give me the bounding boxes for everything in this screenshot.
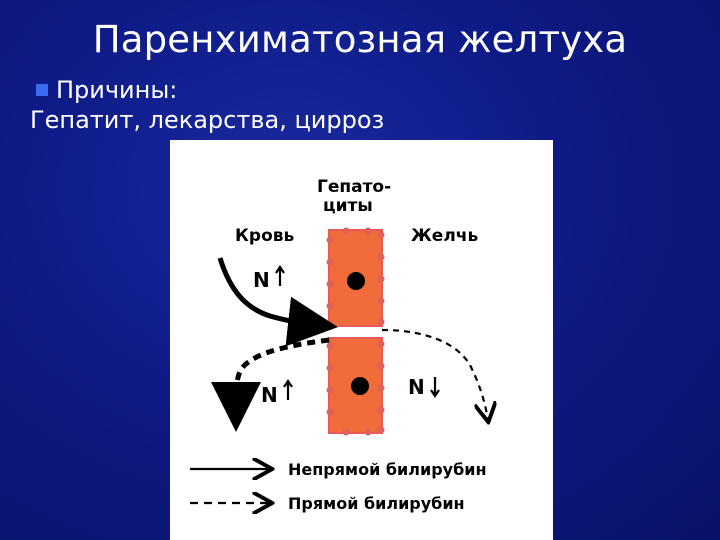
direct-bilirubin-reflux-arrow <box>210 337 330 432</box>
n-down-indicator: N <box>408 375 440 399</box>
nucleus-upper <box>347 272 365 290</box>
causes-bullet: Причины: <box>36 76 177 104</box>
arrow-down-icon <box>430 377 440 398</box>
legend-direct-label: Прямой билирубин <box>288 494 465 513</box>
diagram-canvas: Гепато- циты Кровь Желчь <box>190 177 553 540</box>
hepatocytes-label-line1: Гепато- <box>317 177 391 197</box>
arrow-up-icon <box>283 379 293 400</box>
n-up-upper: N <box>253 268 270 292</box>
n-up-lower: N <box>261 383 278 407</box>
legend: Непрямой билирубин Прямой билирубин <box>190 460 487 513</box>
n-down: N <box>408 375 425 399</box>
n-up-upper-indicator: N <box>253 265 285 292</box>
n-up-lower-indicator: N <box>261 379 293 407</box>
hepatocyte-upper <box>326 227 385 328</box>
arrow-up-icon <box>275 265 285 286</box>
causes-heading: Причины: <box>56 76 178 104</box>
direct-bilirubin-bile-arrow <box>381 328 488 420</box>
bile-label: Желчь <box>411 226 478 246</box>
slide-title: Паренхиматозная желтуха <box>92 18 628 61</box>
bilirubin-diagram: Гепато- циты Кровь Желчь <box>170 140 553 540</box>
bullet-square-icon <box>36 84 48 96</box>
causes-list: Гепатит, лекарства, цирроз <box>30 106 385 134</box>
indirect-bilirubin-uptake-arrow <box>217 257 338 347</box>
hepatocytes-label-line2: циты <box>323 196 373 216</box>
legend-indirect-label: Непрямой билирубин <box>288 460 487 479</box>
blood-label: Кровь <box>235 226 294 246</box>
hepatocyte-lower <box>326 337 385 436</box>
nucleus-lower <box>351 377 369 395</box>
